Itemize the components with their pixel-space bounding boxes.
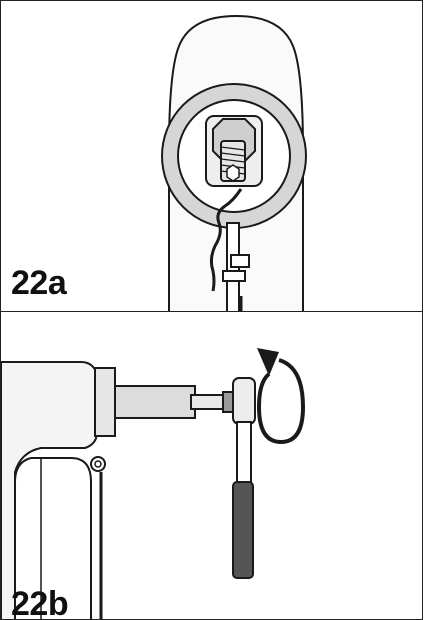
figure-label-22b: 22b [11,585,69,620]
figure-label-22a: 22a [11,264,67,302]
clockwise-rotation-arrow-icon [256,348,306,445]
ratchet-shaft [236,421,252,485]
cable-guide-bolt [230,254,250,268]
crank-arm-side-illustration [1,348,306,619]
ratchet-grip [232,481,254,579]
ratchet-head [232,377,256,425]
crank-body [1,361,98,619]
socket-extension [114,385,196,419]
frame-tube-lower [14,457,92,619]
extension-bar [190,394,226,410]
figure-panel-22b: 22b [0,311,423,620]
cable-guide-clamp [222,270,246,282]
crank-boss [94,367,116,437]
bottom-bracket-front-illustration [161,14,307,311]
shift-cable [209,188,243,292]
hex-socket [226,164,240,182]
figure-panel-22a: 22a [0,0,423,312]
